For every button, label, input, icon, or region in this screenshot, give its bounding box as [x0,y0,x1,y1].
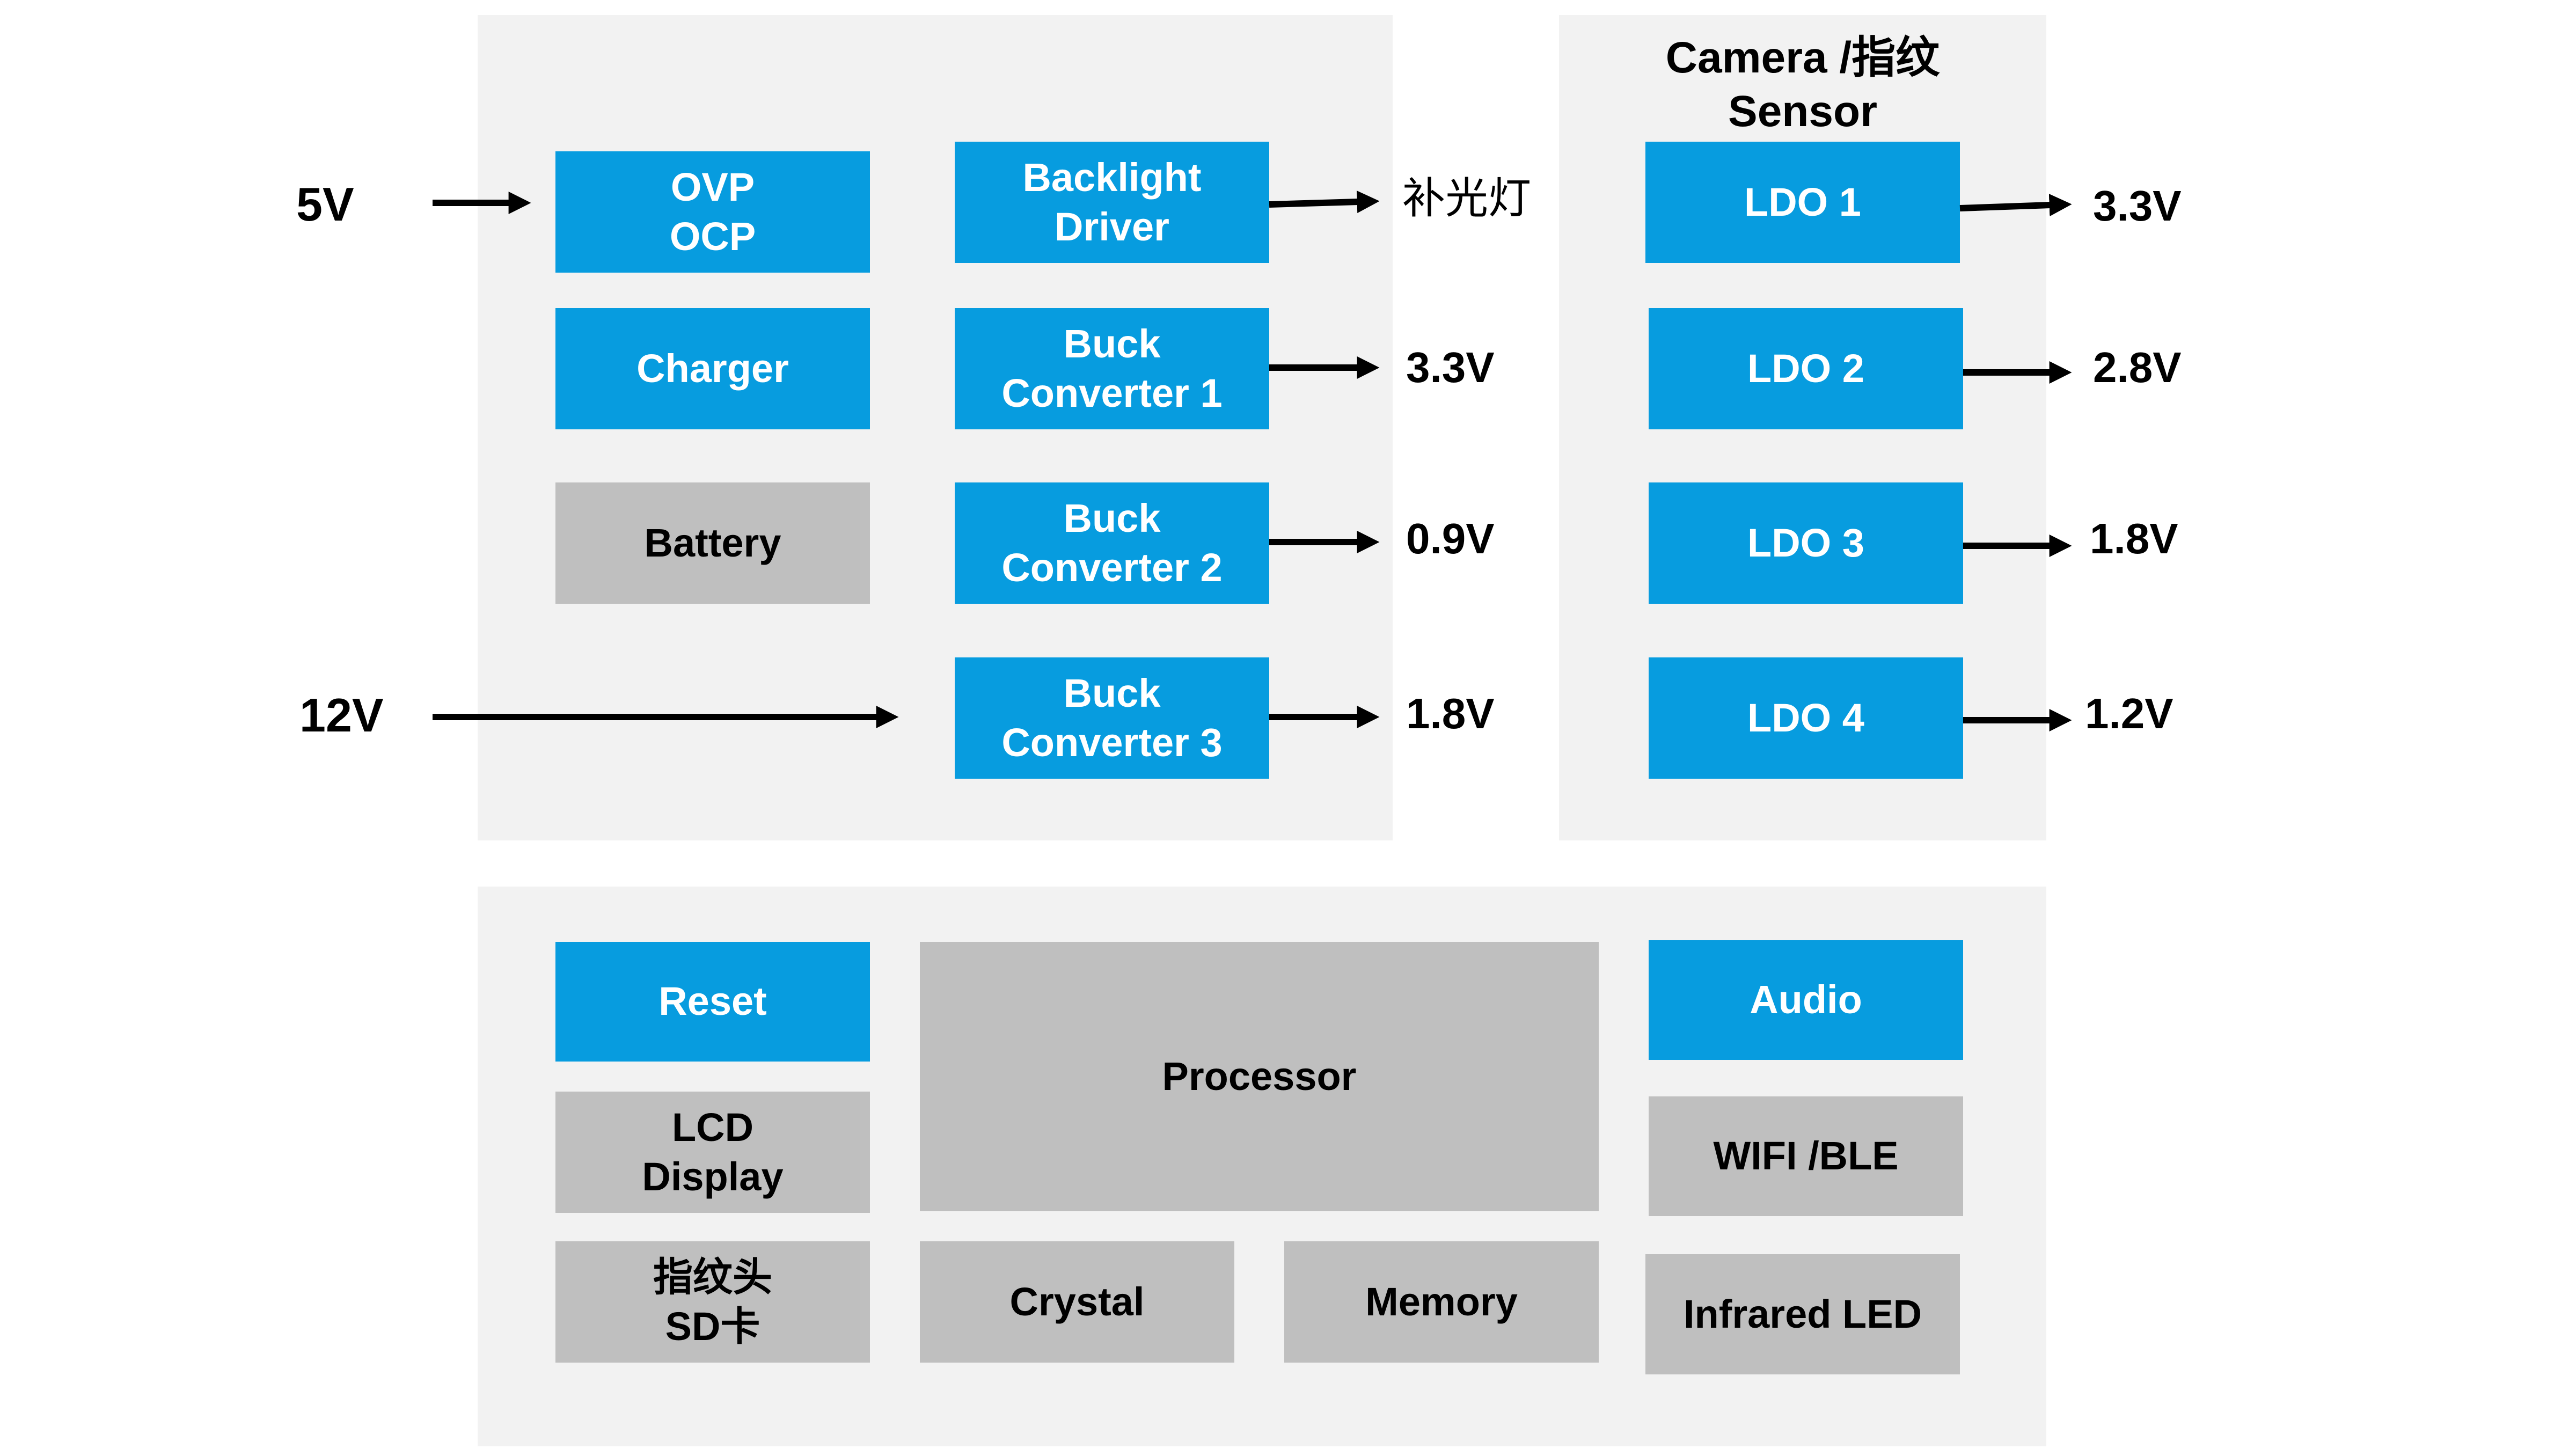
charger-block: Charger [555,308,870,429]
memory-block: Memory [1284,1241,1599,1363]
audio-block: Audio [1649,940,1963,1060]
reset-block: Reset [555,942,870,1062]
ldo-1-block: LDO 1 [1645,142,1960,263]
battery-block: Battery [555,482,870,604]
fingerprint-sd-block: 指纹头 SD卡 [555,1241,870,1363]
infrared-led-block: Infrared LED [1645,1254,1960,1374]
sensor-panel-title: Camera /指纹 Sensor [1665,33,1940,136]
processor-block: Processor [920,942,1599,1211]
buck1-output-label: 3.3V [1406,343,1495,391]
backlight-output-label: 补光灯 [1402,174,1531,222]
ovp-ocp-block: OVP OCP [555,151,870,273]
ldo4-output-label: 1.2V [2085,690,2174,737]
ldo2-output-label: 2.8V [2093,343,2182,391]
lcd-display-block: LCD Display [555,1092,870,1213]
ldo-3-block: LDO 3 [1649,482,1963,604]
crystal-block: Crystal [920,1241,1234,1363]
input-5v-label: 5V [296,178,354,231]
buck2-output-label: 0.9V [1406,515,1495,562]
buck-converter-1-block: Buck Converter 1 [955,308,1269,429]
buck-converter-2-block: Buck Converter 2 [955,482,1269,604]
ldo-4-block: LDO 4 [1649,657,1963,779]
buck-converter-3-block: Buck Converter 3 [955,657,1269,779]
buck3-output-label: 1.8V [1406,690,1495,737]
input-12v-label: 12V [299,689,384,742]
backlight-driver-block: Backlight Driver [955,142,1269,263]
ldo3-output-label: 1.8V [2090,515,2178,562]
wifi-ble-block: WIFI /BLE [1649,1096,1963,1216]
ldo-2-block: LDO 2 [1649,308,1963,429]
ldo1-output-label: 3.3V [2093,182,2182,230]
